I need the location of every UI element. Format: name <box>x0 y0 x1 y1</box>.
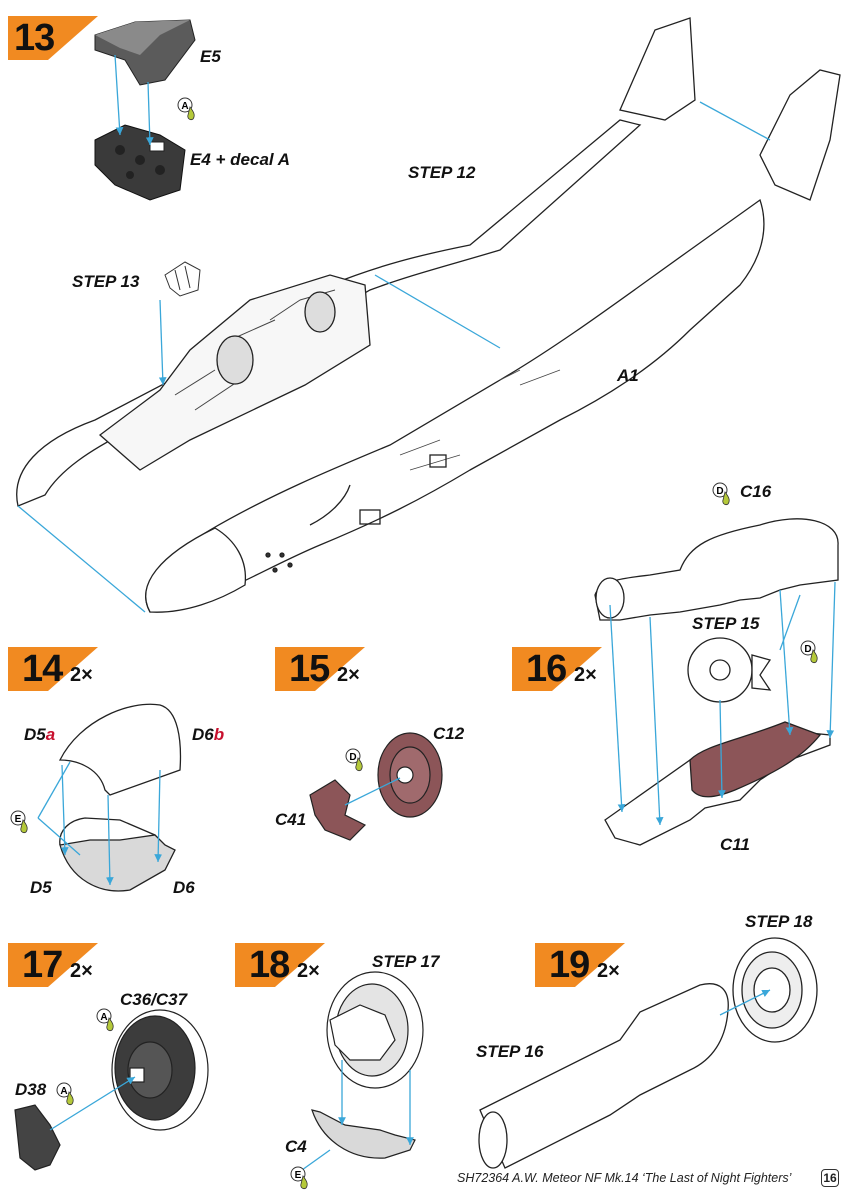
step19-guide-lines <box>719 989 771 1016</box>
paint-code-d: D <box>349 752 356 763</box>
step-18-flag: 18 2× <box>235 943 330 987</box>
step-17-number: 17 <box>22 944 63 986</box>
step-19-number: 19 <box>549 944 590 986</box>
step-15-number: 15 <box>289 648 330 690</box>
step-14-number: 14 <box>22 648 63 690</box>
step18-drawing <box>311 971 424 1159</box>
step19-drawing <box>478 937 818 1169</box>
label-d5a-base: D5 <box>24 725 46 744</box>
step15-guide-lines <box>344 777 401 806</box>
step-13-flag: 13 <box>8 16 98 60</box>
paint-drop-d-icon: D <box>800 640 822 666</box>
paint-code-d: D <box>804 644 811 655</box>
step-16-number: 16 <box>526 648 567 690</box>
part-e5 <box>94 19 196 86</box>
label-c4: C4 <box>285 1137 307 1156</box>
step17-guide-lines <box>49 1076 136 1131</box>
step-16-multiplier: 2× <box>574 664 597 686</box>
paint-drop-a-icon: A <box>177 97 199 123</box>
label-step16: STEP 16 <box>476 1042 544 1061</box>
label-a1: A1 <box>617 366 639 385</box>
label-d6b-base: D6 <box>192 725 214 744</box>
step-14-flag: 14 2× <box>8 647 103 691</box>
label-d5a-suffix: a <box>45 725 56 744</box>
page-number: 16 <box>821 1169 839 1187</box>
label-step12: STEP 12 <box>408 163 476 182</box>
part-e4 <box>94 124 186 201</box>
step-15-flag: 15 2× <box>275 647 370 691</box>
paint-code-a: A <box>100 1012 107 1023</box>
label-d38: D38 <box>15 1080 47 1099</box>
paint-drop-a-icon: A <box>96 1008 118 1034</box>
step-14-multiplier: 2× <box>70 664 93 686</box>
step16-drawing <box>594 518 839 846</box>
label-c12: C12 <box>433 724 465 743</box>
step16-guide-lines <box>609 581 836 826</box>
label-d5: D5 <box>30 878 52 897</box>
label-step15: STEP 15 <box>692 614 760 633</box>
step-19-flag: 19 2× <box>535 943 630 987</box>
step-19-multiplier: 2× <box>597 960 620 982</box>
paint-drop-e-icon: E <box>290 1166 312 1192</box>
label-e4-decal: E4 + decal A <box>190 150 291 169</box>
label-step18: STEP 18 <box>745 912 813 931</box>
footer-caption: SH72364 A.W. Meteor NF Mk.14 ‘The Last o… <box>457 1171 792 1185</box>
fuselage-a1 <box>16 17 841 613</box>
paint-code-a: A <box>60 1086 67 1097</box>
label-c16: C16 <box>740 482 772 501</box>
step-17-multiplier: 2× <box>70 960 93 982</box>
step-18-multiplier: 2× <box>297 960 320 982</box>
part-step13-bracket <box>164 261 201 297</box>
step14-guide-lines <box>37 761 163 886</box>
label-c36-c37: C36/C37 <box>120 990 188 1009</box>
step14-drawing <box>58 703 182 892</box>
label-c11: C11 <box>720 835 750 854</box>
step-17-flag: 17 2× <box>8 943 103 987</box>
step-18-number: 18 <box>249 944 290 986</box>
label-step17: STEP 17 <box>372 952 440 971</box>
paint-drop-d-icon: D <box>345 748 367 774</box>
paint-drop-d-icon: D <box>712 482 734 508</box>
paint-code-e: E <box>295 1170 302 1181</box>
label-e5: E5 <box>200 47 221 66</box>
step-13-number: 13 <box>14 17 55 59</box>
step13-guide-lines <box>17 54 771 613</box>
label-d6: D6 <box>173 878 195 897</box>
paint-drop-e-icon: E <box>10 810 32 836</box>
step17-drawing <box>14 1009 209 1171</box>
step15-drawing <box>309 732 443 841</box>
paint-code-a: A <box>181 101 188 112</box>
step-15-multiplier: 2× <box>337 664 360 686</box>
label-d6b-suffix: b <box>213 725 225 744</box>
paint-code-e: E <box>15 814 22 825</box>
paint-drop-a-icon: A <box>56 1082 78 1108</box>
label-c41: C41 <box>275 810 307 829</box>
label-d5a: D5a <box>24 725 55 745</box>
step-16-flag: 16 2× <box>512 647 607 691</box>
label-step13: STEP 13 <box>72 272 140 291</box>
label-d6b: D6b <box>192 725 224 745</box>
paint-code-d: D <box>716 486 723 497</box>
